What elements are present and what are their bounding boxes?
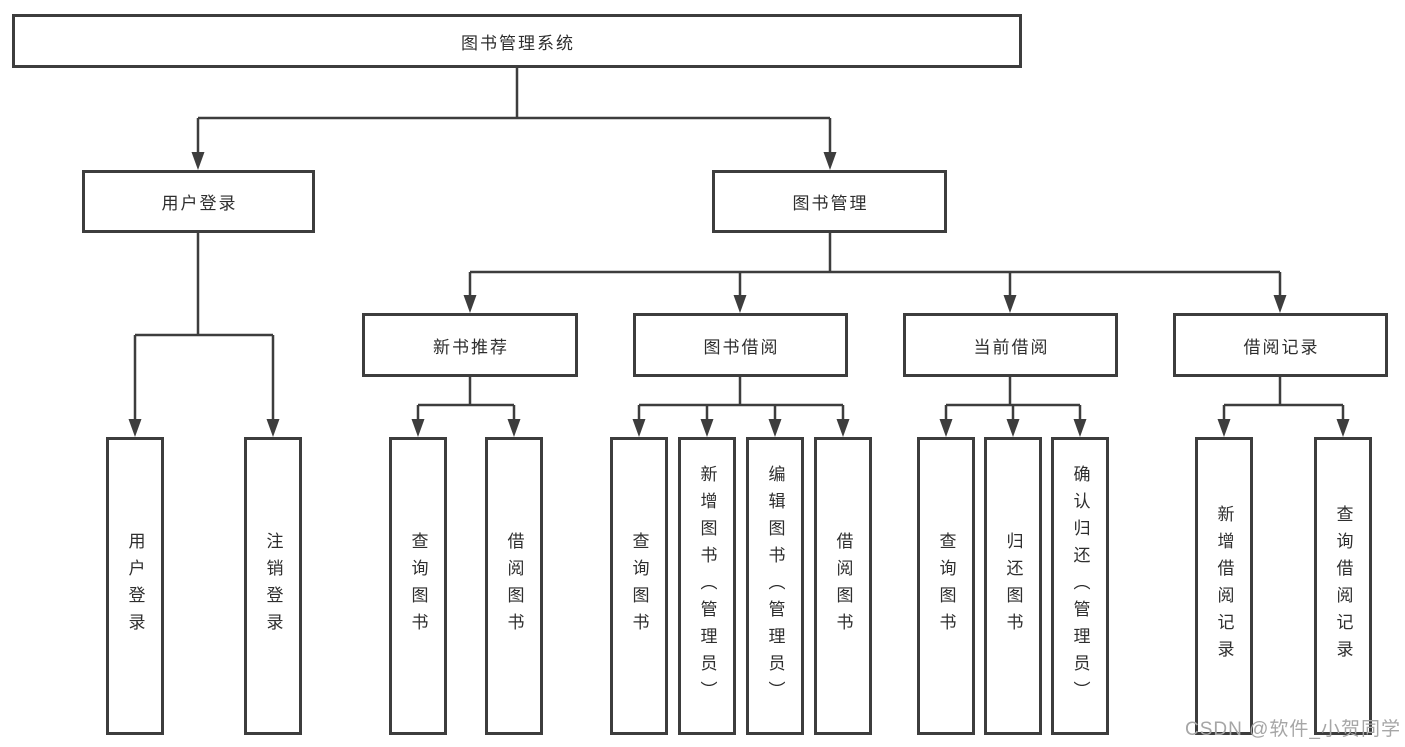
node-label: 查询图书 — [629, 532, 649, 640]
node-label: 确认归还（管理员） — [1070, 464, 1090, 708]
node-label: 用户登录 — [125, 532, 145, 640]
node-leaf-current-query-books: 查询图书 — [917, 437, 975, 735]
node-label: 新增借阅记录 — [1214, 505, 1234, 667]
node-label: 新书推荐 — [433, 337, 509, 357]
node-leaf-add-borrow-record: 新增借阅记录 — [1195, 437, 1253, 735]
node-label: 注销登录 — [263, 532, 283, 640]
node-label: 查询图书 — [408, 532, 428, 640]
node-leaf-add-books-admin: 新增图书（管理员） — [678, 437, 736, 735]
node-leaf-recommend-borrow-books: 借阅图书 — [485, 437, 543, 735]
node-current-borrowing: 当前借阅 — [903, 313, 1118, 377]
node-leaf-recommend-query-books: 查询图书 — [389, 437, 447, 735]
node-label: 当前借阅 — [973, 337, 1050, 357]
node-borrowing-records: 借阅记录 — [1173, 313, 1388, 377]
node-label: 编辑图书（管理员） — [765, 464, 785, 708]
node-label: 归还图书 — [1003, 532, 1023, 640]
node-book-borrowing: 图书借阅 — [633, 313, 848, 377]
node-label: 借阅图书 — [504, 532, 524, 640]
node-label: 图书借阅 — [703, 337, 780, 357]
node-user-login: 用户登录 — [82, 170, 315, 233]
node-library-management-system: 图书管理系统 — [12, 14, 1022, 68]
node-leaf-logout: 注销登录 — [244, 437, 302, 735]
node-label: 新增图书（管理员） — [697, 464, 717, 708]
node-label: 借阅图书 — [833, 532, 853, 640]
csdn-watermark: CSDN @软件_小贺同学 — [1185, 719, 1401, 740]
node-leaf-borrowing-borrow-books: 借阅图书 — [814, 437, 872, 735]
node-leaf-user-login: 用户登录 — [106, 437, 164, 735]
node-leaf-borrowing-query-books: 查询图书 — [610, 437, 668, 735]
node-label: 图书管理 — [792, 194, 869, 213]
node-label: 用户登录 — [161, 194, 238, 213]
node-leaf-confirm-return-admin: 确认归还（管理员） — [1051, 437, 1109, 735]
node-label: 图书管理系统 — [461, 33, 575, 53]
node-leaf-return-books: 归还图书 — [984, 437, 1042, 735]
node-leaf-query-borrow-record: 查询借阅记录 — [1314, 437, 1372, 735]
node-book-management: 图书管理 — [712, 170, 947, 233]
node-label: 借阅记录 — [1243, 337, 1320, 357]
node-label: 查询图书 — [936, 532, 956, 640]
node-leaf-edit-books-admin: 编辑图书（管理员） — [746, 437, 804, 735]
node-new-book-recommend: 新书推荐 — [362, 313, 578, 377]
node-label: 查询借阅记录 — [1333, 505, 1353, 667]
